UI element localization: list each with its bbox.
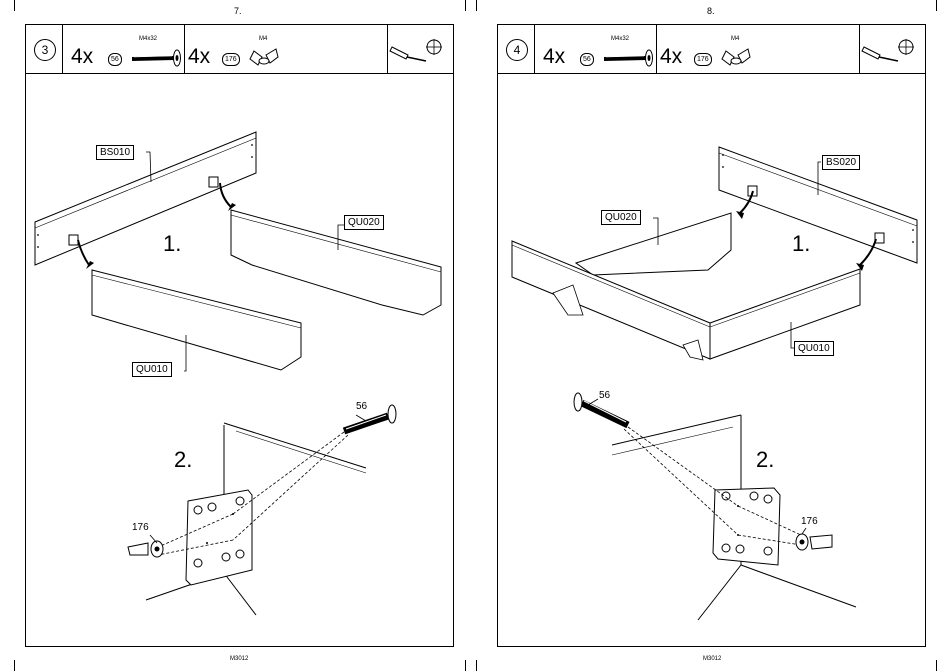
- callout-label: 56: [599, 390, 610, 401]
- crop-mark: [14, 660, 15, 671]
- crop-mark: [476, 0, 477, 11]
- assembly-drawing-step2: [498, 25, 927, 648]
- assembly-drawing-step2: [26, 25, 455, 648]
- substep-number: 2.: [174, 447, 192, 473]
- callout-label: 176: [132, 522, 149, 533]
- crop-mark: [936, 660, 937, 671]
- substep-number: 2.: [756, 447, 774, 473]
- crop-mark: [14, 0, 15, 11]
- instruction-page: 4 4x 56 M4x32 4x 176 M4: [497, 24, 926, 647]
- crop-mark: [465, 0, 466, 11]
- crop-mark: [465, 660, 466, 671]
- footer-code: M3012: [230, 656, 248, 662]
- crop-mark: [936, 0, 937, 11]
- crop-mark: [476, 660, 477, 671]
- page-number: 8.: [707, 6, 715, 16]
- callout-label: 56: [356, 401, 367, 412]
- footer-code: M3012: [703, 656, 721, 662]
- page-number: 7.: [234, 6, 242, 16]
- instruction-page: 3 4x 56 M4x32 4x 176 M4: [25, 24, 454, 647]
- callout-label: 176: [801, 516, 818, 527]
